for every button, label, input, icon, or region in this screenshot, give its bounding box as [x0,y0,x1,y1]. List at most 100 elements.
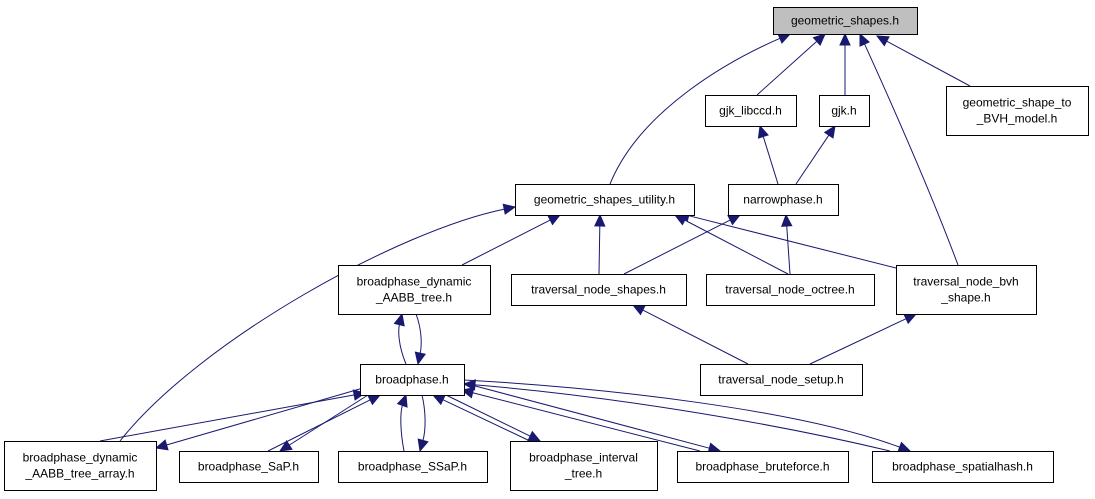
node-broadphase[interactable]: broadphase.h [360,364,465,396]
node-label: gjk_libccd.h [719,104,782,118]
node-box [179,451,319,483]
arrowhead-icon [727,214,742,226]
edge-gjk-to-geometric_shapes [839,32,851,95]
node-box [338,265,491,315]
edge-gjk_libccd-to-geometric_shapes [756,33,826,96]
edge-line [463,382,711,449]
node-label: traversal_node_octree.h [725,283,854,297]
edge-line [683,219,789,275]
edge-line [809,317,908,365]
edge-traversal_node_setup-to-traversal_node_bvh_shape [809,313,918,365]
node-broadphase-ssap[interactable]: broadphase_SSaP.h [338,451,488,483]
edge-broadphase-to-broadphase_ssap [417,394,429,453]
edges-layer [99,32,971,454]
edge-line [400,404,405,452]
edge-line [119,208,506,442]
edge-line [398,323,407,365]
edge-broadphase-to-broadphase_interval_tree [445,394,542,442]
arrowhead-icon [594,213,606,227]
edge-line [863,42,959,266]
arrowhead-icon [431,394,446,406]
node-narrowphase[interactable]: narrowphase.h [728,184,839,216]
node-traversal-node-shapes[interactable]: traversal_node_shapes.h [511,274,687,306]
node-box [511,274,687,306]
node-box [677,451,849,483]
node-label: traversal_node_shapes.h [531,283,666,297]
node-label: geometric_shapes_utility.h [534,193,675,207]
node-geometric-shapes[interactable]: geometric_shapes.h [773,7,918,35]
node-gjk-libccd[interactable]: gjk_libccd.h [705,95,797,127]
node-broadphase-bruteforce[interactable]: broadphase_bruteforce.h [677,451,849,483]
node-box [338,451,488,483]
nodes-layer: geometric_shapes.h gjk_libccd.h gjk.h geome… [4,7,1089,491]
node-box [896,265,1037,315]
edge-broadphase_spatialhash-to-broadphase [462,379,891,452]
edge-narrowphase-to-gjk [795,124,836,185]
edge-line [598,224,601,275]
arrowhead-icon [154,439,169,451]
edge-line [762,135,779,185]
node-label: _AABB_tree.h [375,291,452,305]
arrowhead-icon [812,33,826,46]
edge-line [463,379,901,448]
node-traversal-node-setup[interactable]: traversal_node_setup.h [700,364,863,396]
node-broadphase-dynamic-aabb-tree[interactable]: broadphase_dynamic_AABB_tree.h [338,265,491,315]
node-broadphase-dynamic-aabb-tree-array[interactable]: broadphase_dynamic_AABB_tree_array.h [4,441,157,491]
arrowhead-icon [393,312,405,327]
arrowhead-icon [903,313,918,325]
node-label: traversal_node_bvh [913,275,1018,289]
edge-narrowphase-to-gjk_libccd [757,124,779,185]
edge-line [415,313,422,355]
arrowhead-icon [859,32,871,47]
edge-traversal_node_octree-to-geometric_shapes_utility [673,214,789,275]
arrowhead-icon [367,394,382,406]
edge-broadphase_dynamic_aabb_tree_array-to-broadphase [99,389,367,442]
node-broadphase-interval-tree[interactable]: broadphase_interval _tree.h [510,441,658,491]
node-box [946,86,1089,136]
node-label: geometric_shape_to [963,96,1072,110]
arrowhead-icon [777,33,792,44]
arrowhead-icon [757,124,769,139]
edge-broadphase_dynamic_aabb_tree_array-to-geometric_shapes_utility [119,203,517,442]
node-broadphase-spatialhash[interactable]: broadphase_spatialhash.h [872,451,1054,483]
edge-geometric_shape_to_bvh_model-to-geometric_shapes [875,35,971,87]
edge-line [687,214,897,269]
node-label: _shape.h [940,291,990,305]
node-broadphase-sap[interactable]: broadphase_SaP.h [179,451,319,483]
node-label: broadphase_SSaP.h [358,460,467,474]
node-box [360,364,465,396]
edge-line [445,394,532,438]
node-label: broadphase_SaP.h [198,460,299,474]
node-traversal-node-octree[interactable]: traversal_node_octree.h [706,274,875,306]
node-box [4,441,157,491]
node-geometric-shapes-utility[interactable]: geometric_shapes_utility.h [515,184,695,216]
arrowhead-icon [547,214,562,226]
node-label: broadphase.h [375,373,448,387]
edge-line [795,134,830,185]
edge-traversal_node_bvh_shape-to-geometric_shapes [859,32,959,266]
edge-line [786,224,791,275]
edge-broadphase_ssap-to-broadphase [396,393,408,452]
edge-line [641,309,749,365]
node-box [872,451,1054,483]
arrowhead-icon [417,438,429,453]
arrowhead-icon [527,430,542,442]
arrowhead-icon [414,351,427,366]
node-geometric-shape-to-bvh-model[interactable]: geometric_shape_to_BVH_model.h [946,86,1089,136]
edge-line [623,219,732,275]
node-box [510,441,658,491]
edge-broadphase_dynamic_aabb_tree-to-geometric_shapes_utility [461,214,562,266]
node-label: narrowphase.h [743,193,822,207]
node-label: broadphase_interval [529,451,638,465]
node-traversal-node-bvh-shape[interactable]: traversal_node_bvh _shape.h [896,265,1037,315]
node-label: _tree.h [564,467,602,481]
edge-broadphase_interval_tree-to-broadphase [431,394,531,442]
node-gjk[interactable]: gjk.h [819,95,870,127]
node-box [515,184,695,216]
edge-line [756,40,818,96]
arrowhead-icon [875,35,890,47]
node-box [819,95,870,127]
node-label: broadphase_spatialhash.h [892,460,1033,474]
arrowhead-icon [278,439,293,452]
